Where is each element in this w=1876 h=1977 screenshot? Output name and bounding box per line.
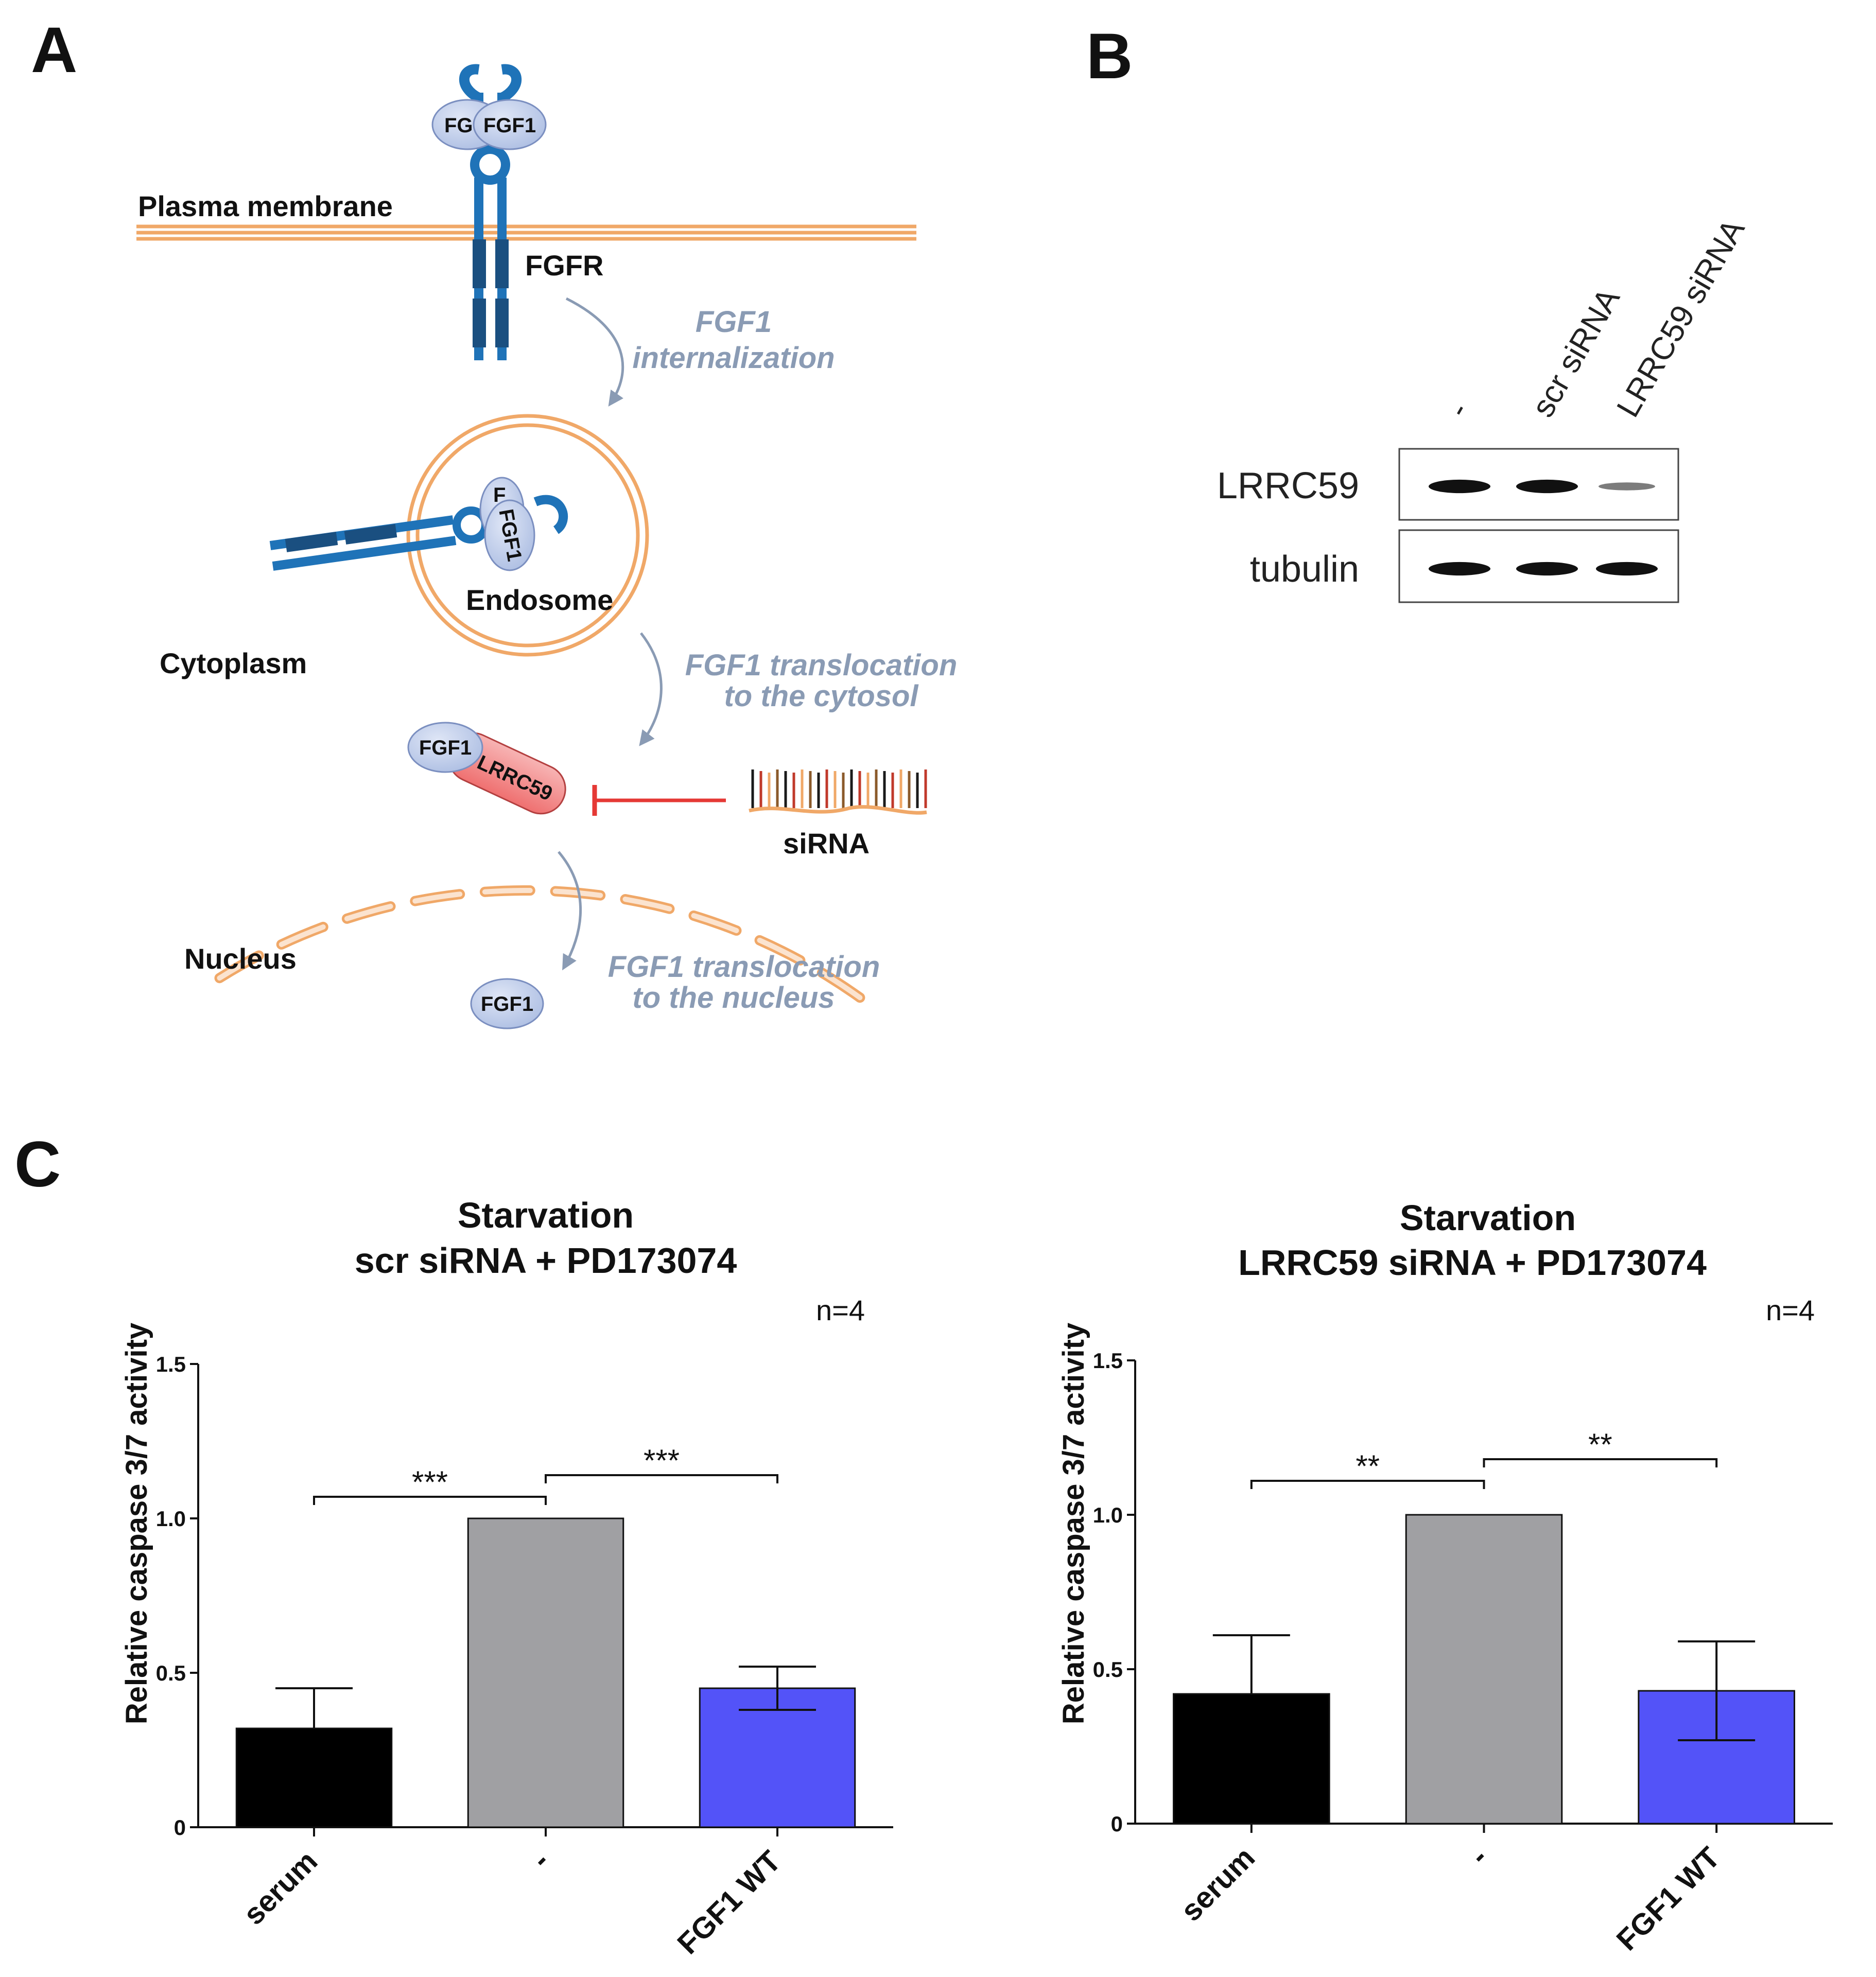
panel-b-western-blot: B - scr siRNA LRRC59 siRNA LRRC59 tubuli… [1086, 21, 1752, 603]
y-tick-label: 1.0 [156, 1507, 186, 1531]
blot-row-label-lrrc59: LRRC59 [1217, 465, 1359, 506]
category-label: - [1463, 1841, 1494, 1871]
chart-scr-sirna: Starvation scr siRNA + PD173074 n=4 Rela… [120, 1195, 893, 1961]
nuclear-envelope-segment-inner [819, 970, 863, 1001]
fgf1-label-top: FGF1 [483, 114, 536, 137]
internalization-label-line1: FGF1 [696, 305, 772, 339]
significance-label: ** [1588, 1427, 1612, 1462]
y-tick-label: 0 [174, 1815, 186, 1840]
bar-0 [1173, 1693, 1330, 1825]
fgf1-nucleus-label: FGF1 [481, 993, 533, 1016]
lrrc59-complex-icon: LRRC59 FGF1 [407, 722, 566, 815]
nuclear-envelope-segment-inner [279, 924, 326, 947]
nuclear-envelope-segment-inner [622, 897, 672, 912]
internalization-label-line2: internalization [632, 341, 835, 375]
panel-a-letter: A [31, 14, 77, 86]
significance-bracket [1250, 1480, 1485, 1489]
chart-1-n-label: n=4 [1766, 1294, 1815, 1326]
category-label: - [525, 1844, 556, 1875]
cytosol-label-line2: to the cytosol [724, 679, 919, 713]
nuclear-envelope-segment-inner [757, 937, 803, 963]
significance-bracket [313, 1496, 547, 1505]
blot-band [1516, 562, 1578, 576]
chart-1-title-line1: Starvation [1400, 1198, 1576, 1238]
fgf1-complex-label: FGF1 [419, 737, 472, 759]
nuclear-envelope-segment-inner [482, 888, 533, 895]
sirna-icon [749, 769, 927, 815]
cytoplasm-label: Cytoplasm [160, 647, 307, 679]
chart-1-plot-area: 0 0.5 1.0 1.5 serum - FGF1 WT ** ** [1093, 1349, 1833, 1957]
blot-band [1596, 562, 1658, 576]
chart-lrrc59-sirna: Starvation LRRC59 siRNA + PD173074 n=4 R… [1057, 1198, 1833, 1957]
cytosol-label-line1: FGF1 translocation [685, 649, 958, 682]
nuclear-envelope-segment-inner [344, 903, 393, 921]
blot-row-label-tubulin: tubulin [1250, 549, 1359, 590]
lane-label-1: - [1440, 396, 1476, 423]
significance-label: *** [412, 1465, 448, 1499]
category-label: FGF1 WT [1610, 1841, 1726, 1957]
bar-0 [235, 1727, 393, 1828]
chart-1-title-line2: LRRC59 siRNA + PD173074 [1238, 1243, 1707, 1283]
chart-0-n-label: n=4 [816, 1294, 865, 1326]
inhibition-bar-icon [592, 785, 726, 816]
blot-band [1429, 562, 1490, 576]
category-label: serum [1174, 1841, 1261, 1928]
y-tick-label: 1.5 [156, 1352, 186, 1376]
chart-1-ylabel: Relative caspase 3/7 activity [1057, 1323, 1090, 1724]
y-tick-label: 0 [1111, 1812, 1123, 1836]
bar-1 [467, 1517, 624, 1828]
y-tick-label: 1.5 [1093, 1349, 1123, 1373]
endosome-icon [406, 414, 649, 657]
nucleus-step-line2: to the nucleus [632, 981, 835, 1014]
significance-label: *** [644, 1443, 680, 1478]
nuclear-envelope-segment-inner [217, 953, 262, 981]
internalization-arrow [565, 297, 624, 407]
category-label: serum [237, 1844, 324, 1931]
y-tick-label: 0.5 [156, 1661, 186, 1685]
fgf1-endosome-front-icon: FGF1 [484, 499, 535, 571]
significance-bracket [545, 1474, 778, 1483]
category-label: FGF1 WT [671, 1844, 787, 1961]
chart-0-ylabel: Relative caspase 3/7 activity [120, 1323, 153, 1724]
y-tick-label: 0.5 [1093, 1657, 1123, 1682]
significance-label: ** [1356, 1449, 1380, 1483]
significance-bracket [1483, 1458, 1718, 1467]
bar-1 [1405, 1514, 1563, 1825]
nuclear-envelope-icon [214, 885, 865, 1003]
fgf1-nucleus-icon: FGF1 [470, 978, 544, 1029]
blot-band [1516, 479, 1578, 494]
fgfr-label: FGFR [525, 249, 603, 282]
endosome-receptor-icon [269, 495, 568, 571]
sirna-label: siRNA [783, 827, 870, 860]
plasma-membrane [136, 224, 916, 241]
nuclear-envelope-segment-inner [412, 891, 463, 904]
fgf1-partial-label: FG [444, 114, 473, 137]
blot-bands [1429, 479, 1658, 576]
chart-0-title-line2: scr siRNA + PD173074 [355, 1240, 737, 1281]
nucleus-label: Nucleus [184, 942, 297, 975]
nucleus-arrow [558, 851, 582, 971]
y-tick-label: 1.0 [1093, 1503, 1123, 1527]
panel-c-letter: C [14, 1129, 61, 1200]
blot-band [1429, 479, 1490, 494]
panel-a-diagram: A Plasma membrane FG FGF1 [31, 14, 958, 1029]
plasma-membrane-label: Plasma membrane [138, 190, 393, 222]
fgf1-ligand-right-icon: FGF1 [473, 99, 547, 150]
chart-0-title-line1: Starvation [458, 1195, 634, 1235]
blot-band [1599, 482, 1655, 491]
sirna-backbone [749, 805, 927, 815]
panel-b-letter: B [1086, 21, 1133, 92]
cytosol-arrow [639, 632, 663, 746]
nucleus-step-line1: FGF1 translocation [608, 950, 880, 984]
chart-0-plot-area: 0 0.5 1.0 1.5 serum - FGF1 WT *** *** [156, 1352, 893, 1961]
nuclear-envelope-segment-inner [691, 913, 739, 933]
endosome-label: Endosome [466, 584, 613, 616]
panel-c-charts: C Starvation scr siRNA + PD173074 n=4 Re… [14, 1129, 1833, 1961]
lane-label-3: LRRC59 siRNA [1610, 213, 1751, 423]
